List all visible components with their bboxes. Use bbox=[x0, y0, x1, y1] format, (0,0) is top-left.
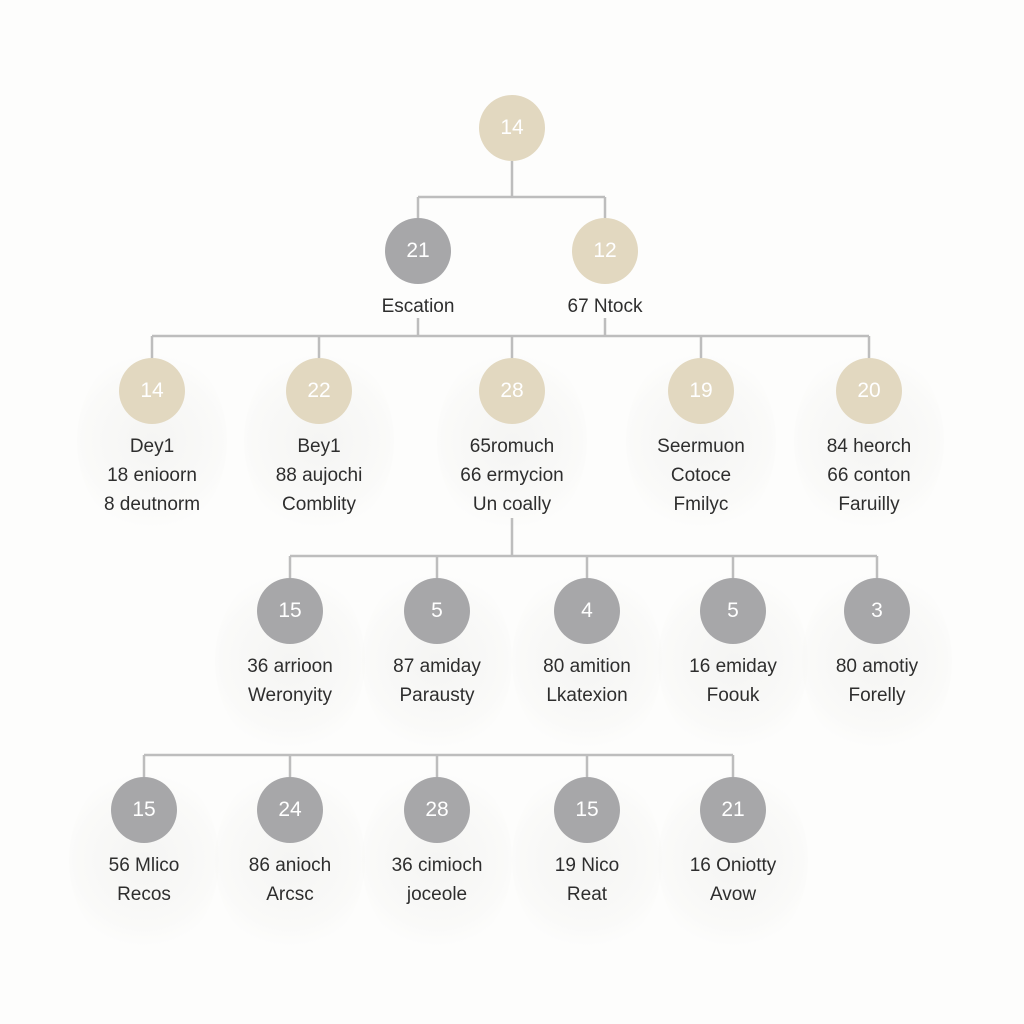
label-line: 16 emiday bbox=[689, 656, 777, 677]
level3-node: 15 bbox=[257, 578, 323, 644]
label-line: 19 Nico bbox=[554, 855, 620, 876]
label-line: 36 arrioon bbox=[247, 656, 333, 677]
label-line: 84 heorch bbox=[826, 436, 912, 457]
level2-node-label: Dey1 18 enioorn 8 deutnorm bbox=[62, 432, 242, 519]
label-line: Cotoce bbox=[670, 465, 732, 486]
label-line: Comblity bbox=[282, 494, 356, 515]
level2-node-label: 65romuch 66 ermycion Un coally bbox=[422, 432, 602, 519]
label-line: 36 cimioch bbox=[391, 855, 483, 876]
level3-node: 5 bbox=[404, 578, 470, 644]
label-line: Seermuon bbox=[657, 436, 745, 457]
label-line: Reat bbox=[566, 884, 608, 905]
label-line: Avow bbox=[709, 884, 757, 905]
level4-node: 15 bbox=[111, 777, 177, 843]
label-line: Arcsc bbox=[266, 884, 314, 905]
label-line: 8 deutnorm bbox=[103, 494, 201, 515]
label-line: Escation bbox=[381, 296, 455, 317]
level1-node: 21 bbox=[385, 218, 451, 284]
label-line: 56 Mlico bbox=[108, 855, 180, 876]
label-line: 16 Oniotty bbox=[689, 855, 777, 876]
label-line: 18 enioorn bbox=[107, 465, 197, 486]
level2-node: 19 bbox=[668, 358, 734, 424]
label-line: 80 amition bbox=[543, 656, 631, 677]
level4-node-label: 36 cimioch joceole bbox=[347, 851, 527, 909]
label-line: 66 conton bbox=[827, 465, 911, 486]
level2-node: 20 bbox=[836, 358, 902, 424]
level1-node-label: Escation bbox=[328, 292, 508, 321]
level1-node-label: 67 Ntock bbox=[515, 292, 695, 321]
label-line: Weronyity bbox=[247, 685, 333, 706]
level1-node: 12 bbox=[572, 218, 638, 284]
label-line: Bey1 bbox=[297, 436, 341, 457]
level2-node: 28 bbox=[479, 358, 545, 424]
level4-node: 28 bbox=[404, 777, 470, 843]
label-line: 87 amiday bbox=[393, 656, 481, 677]
label-line: Foouk bbox=[706, 685, 760, 706]
label-line: Fmilyc bbox=[673, 494, 729, 515]
label-line: Dey1 bbox=[129, 436, 175, 457]
level3-node: 5 bbox=[700, 578, 766, 644]
label-line: 80 amotiy bbox=[835, 656, 919, 677]
label-line: 67 Ntock bbox=[567, 296, 643, 317]
level3-node: 3 bbox=[844, 578, 910, 644]
label-line: 66 ermycion bbox=[460, 465, 564, 486]
level4-node: 24 bbox=[257, 777, 323, 843]
level2-node: 22 bbox=[286, 358, 352, 424]
label-line: Recos bbox=[117, 884, 171, 905]
level3-node: 4 bbox=[554, 578, 620, 644]
label-line: Lkatexion bbox=[546, 685, 628, 706]
label-line: 88 aujochi bbox=[275, 465, 363, 486]
label-line: Forelly bbox=[848, 685, 906, 706]
level2-node: 14 bbox=[119, 358, 185, 424]
label-line: Parausty bbox=[399, 685, 475, 706]
label-line: 86 anioch bbox=[248, 855, 332, 876]
level4-node: 15 bbox=[554, 777, 620, 843]
label-line: 65romuch bbox=[469, 436, 555, 457]
label-line: joceole bbox=[406, 884, 468, 905]
level4-node: 21 bbox=[700, 777, 766, 843]
root-node: 14 bbox=[479, 95, 545, 161]
label-line: Faruilly bbox=[838, 494, 900, 515]
label-line: Un coally bbox=[472, 494, 552, 515]
